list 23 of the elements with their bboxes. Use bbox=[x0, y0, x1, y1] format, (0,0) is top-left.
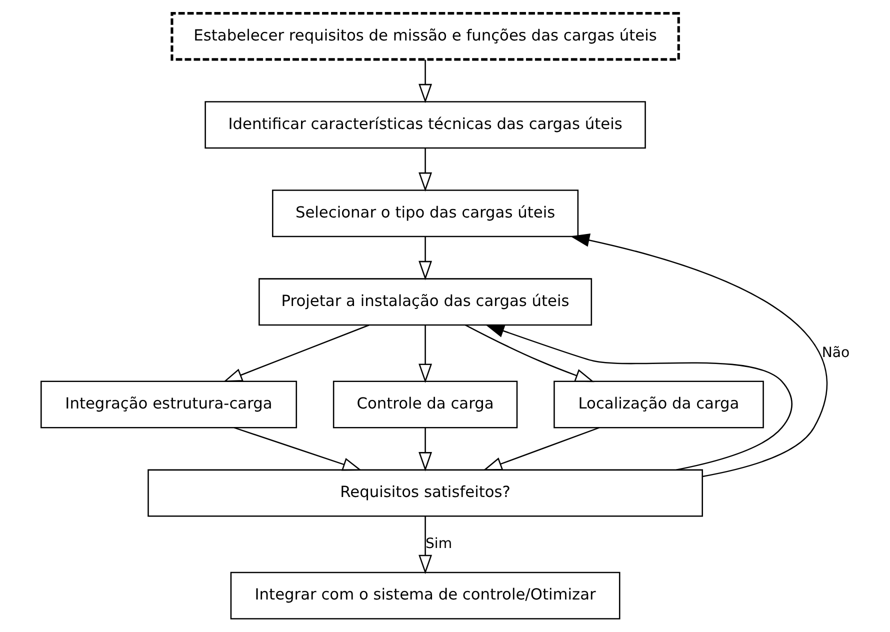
edge-label: Sim bbox=[424, 536, 452, 552]
node-box: Projetar a instalação das cargas úteis bbox=[258, 278, 592, 326]
node-box: Localização da carga bbox=[553, 380, 764, 428]
arrow bbox=[418, 236, 432, 280]
arrow bbox=[418, 60, 432, 104]
arrow bbox=[418, 325, 432, 384]
arrow bbox=[482, 427, 599, 471]
arrow bbox=[484, 324, 792, 470]
node-box: Estabelecer requisitos de missão e funções das cargas úteis bbox=[170, 12, 680, 61]
node-box: Selecionar o tipo das cargas úteis bbox=[272, 190, 578, 238]
node-box: Integração estrutura-carga bbox=[40, 380, 297, 428]
arrow bbox=[570, 234, 827, 478]
arrow bbox=[418, 516, 432, 574]
node-box: Requisitos satisfeitos? bbox=[147, 469, 702, 517]
arrow bbox=[418, 428, 432, 472]
node-box: Controle da carga bbox=[332, 380, 518, 428]
node-box: Integrar com o sistema de controle/Otimizar bbox=[230, 572, 620, 620]
arrow bbox=[464, 324, 594, 382]
arrow bbox=[233, 427, 362, 471]
arrow bbox=[222, 324, 369, 382]
arrow bbox=[418, 148, 432, 192]
edge-label: Não bbox=[821, 344, 850, 361]
node-box: Identificar características técnicas das cargas úteis bbox=[204, 101, 646, 149]
